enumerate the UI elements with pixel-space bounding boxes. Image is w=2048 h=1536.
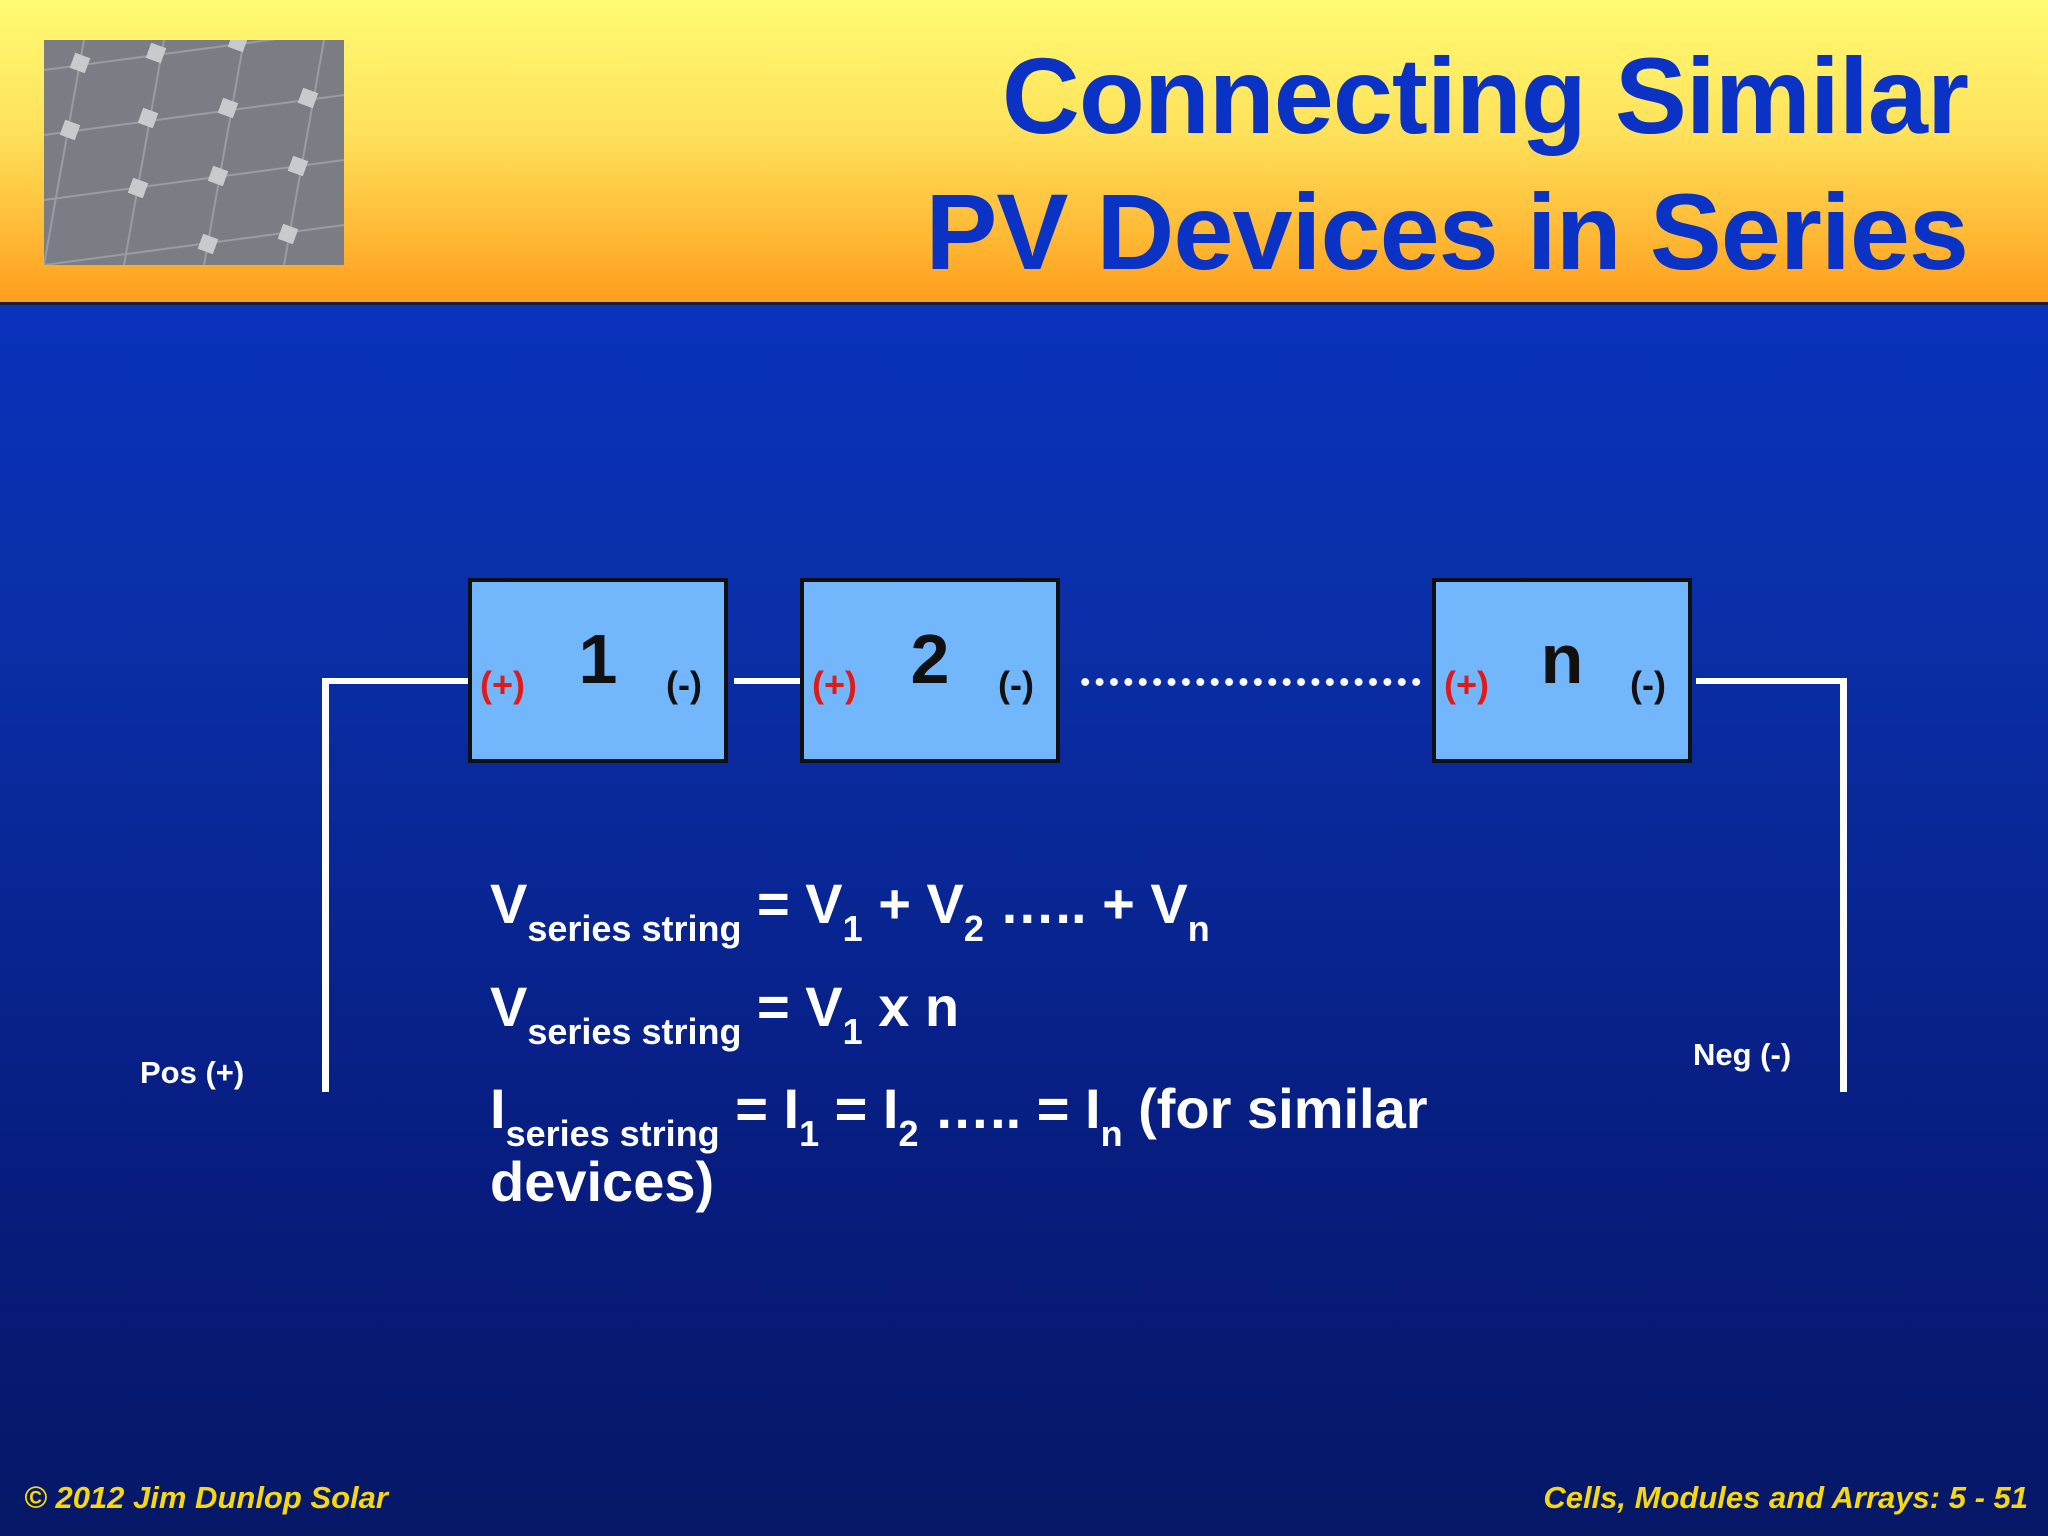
wire-device1-to-device2 — [734, 678, 802, 684]
positive-output-label: Pos (+) — [140, 1055, 245, 1090]
equation-symbol: I — [490, 1077, 506, 1140]
equation-subscript: 1 — [799, 1113, 820, 1154]
equation-term: = V — [741, 872, 843, 935]
positive-terminal-label: (+) — [812, 664, 857, 705]
footer-copyright: © 2012 Jim Dunlop Solar — [24, 1480, 388, 1515]
equation-subscript: n — [1187, 908, 1210, 949]
equation-subscript: 1 — [842, 1011, 863, 1052]
slide-title-line2: PV Devices in Series — [925, 171, 1969, 292]
equation-note: (for similar devices) — [490, 1077, 1428, 1213]
equation-subscript: 2 — [898, 1113, 919, 1154]
positive-terminal-label: (+) — [480, 664, 525, 705]
slide-header: Connecting Similar PV Devices in Series — [0, 0, 2048, 305]
pv-device-2: (+) 2 (-) — [800, 578, 1060, 763]
equation-subscript: series string — [527, 1011, 742, 1052]
negative-terminal-label: (-) — [998, 664, 1034, 705]
equation-term: = I — [719, 1077, 800, 1140]
equation-symbol: V — [490, 975, 528, 1038]
dotted-connection — [1078, 677, 1423, 687]
device-number-label: 2 — [910, 620, 950, 698]
equation-series-current: Iseries string = I1 = I2 ….. = In (for s… — [490, 1077, 1590, 1213]
negative-terminal-label: (-) — [1630, 664, 1666, 705]
equation-subscript: 2 — [963, 908, 984, 949]
device-number-label: 1 — [578, 620, 618, 698]
equation-subscript: series string — [527, 908, 742, 949]
wire-right-vertical — [1840, 678, 1847, 1092]
wire-left-horizontal — [322, 678, 472, 684]
solar-cell-photo — [44, 40, 344, 265]
pv-device-n: (+) n (-) — [1432, 578, 1692, 763]
equation-subscript: 1 — [842, 908, 863, 949]
equation-subscript: n — [1100, 1113, 1123, 1154]
negative-terminal-label: (-) — [666, 664, 702, 705]
device-number-label: n — [1540, 620, 1584, 698]
equation-subscript: series string — [505, 1113, 720, 1154]
pv-device-1: (+) 1 (-) — [468, 578, 728, 763]
equation-term: + V — [862, 872, 964, 935]
wire-left-vertical — [322, 678, 329, 1092]
equation-term: = I — [819, 1077, 899, 1140]
equation-series-voltage-sum: Vseries string = V1 + V2 ….. + Vn — [490, 872, 1210, 949]
wire-right-horizontal — [1696, 678, 1846, 684]
equation-term: x n — [862, 975, 960, 1038]
equation-term: = V — [741, 975, 843, 1038]
equation-term: ….. = I — [918, 1077, 1101, 1140]
negative-output-label: Neg (-) — [1693, 1037, 1792, 1072]
slide-title-line1: Connecting Similar — [1001, 35, 1969, 156]
footer-slide-number: Cells, Modules and Arrays: 5 - 51 — [1543, 1480, 2028, 1515]
equation-series-voltage-product: Vseries string = V1 x n — [490, 975, 960, 1052]
equation-term: ….. + V — [983, 872, 1188, 935]
equation-symbol: V — [490, 872, 528, 935]
positive-terminal-label: (+) — [1444, 664, 1489, 705]
